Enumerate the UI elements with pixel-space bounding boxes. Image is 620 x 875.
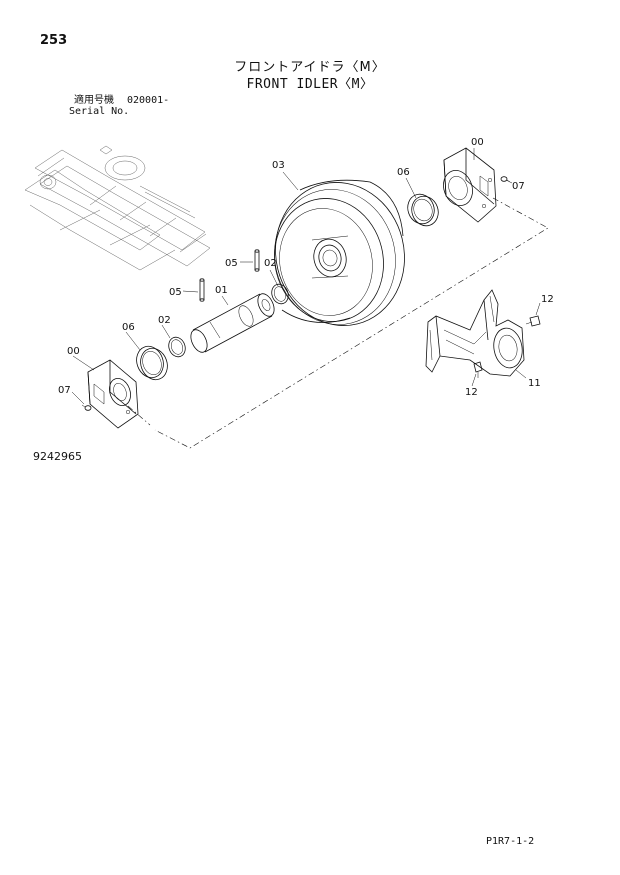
machine-thumbnail-icon [24,145,211,271]
callout-03: 03 [272,160,285,171]
part-12-bottom-bolt [473,361,483,378]
part-01-shaft [190,293,275,353]
leader-lines [71,148,541,405]
part-06-left-seal [136,345,168,381]
assembly-axis-lines [127,197,549,449]
page-title-jp: フロントアイドラ〈M〉 [234,60,386,75]
part-06-top-seal [407,193,439,227]
callout-02-left: 02 [158,315,171,326]
callout-11: 11 [528,378,541,389]
part-03-idler-wheel [274,179,405,326]
part-11-idler-yoke [425,289,525,377]
callout-05-b: 05 [169,287,182,298]
part-02-left-oring [168,336,186,358]
serial-value: 020001- [127,95,170,106]
callout-06-left: 06 [122,322,135,333]
callout-labels: 00 03 06 07 05 02 05 01 06 02 00 07 12 1… [58,137,554,398]
page-reference: P1R7-1-2 [486,836,535,847]
part-07-left-plug [81,404,92,411]
callout-01: 01 [215,285,228,296]
part-12-top-bolt [525,315,541,327]
drawing-number: 9242965 [33,450,82,463]
serial-label-jp: 適用号機 [74,95,114,106]
page-number: 253 [40,33,68,48]
callout-00-top: 00 [471,137,484,148]
callout-12-bottom: 12 [465,387,478,398]
callout-02-top: 02 [264,258,277,269]
callout-07-left: 07 [58,385,71,396]
callout-05-a: 05 [225,258,238,269]
callout-07-top: 07 [512,181,525,192]
serial-label-en: Serial No. [69,106,130,117]
part-05-pin-b [199,278,205,302]
page-title-en: FRONT IDLER〈M〉 [246,77,374,92]
part-00-left-housing [87,359,139,429]
part-05-pin-a [254,249,260,272]
callout-12-top: 12 [541,294,554,305]
part-02-top-oring [271,283,289,305]
callout-00-left: 00 [67,346,80,357]
part-00-top-housing [443,147,497,223]
callout-06-top: 06 [397,167,410,178]
